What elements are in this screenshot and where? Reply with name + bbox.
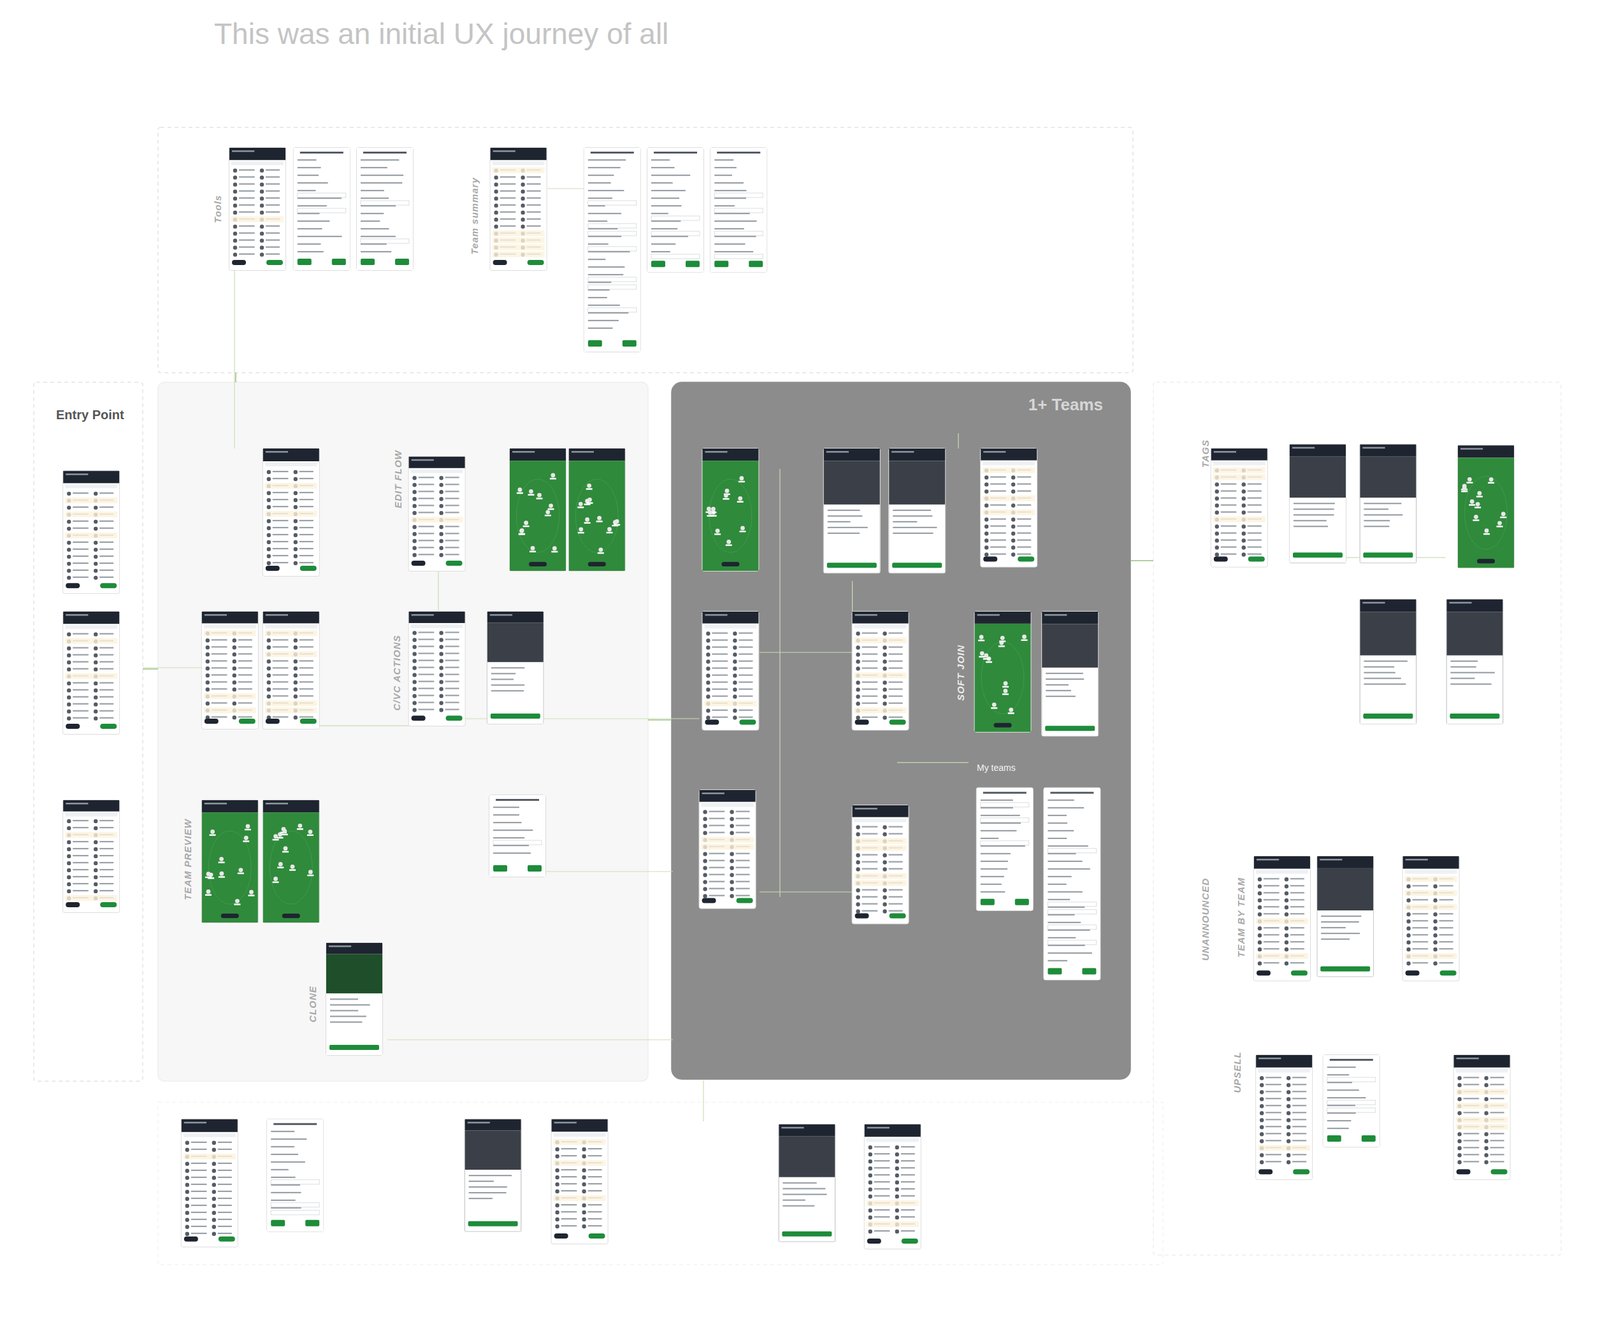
section-label: TEAM PREVIEW <box>182 818 194 901</box>
phone-screen <box>1453 1055 1511 1181</box>
region-band: EDIT FLOW C/VC ACTIONS TEAM PREVIEW CLONE <box>158 382 649 1082</box>
flow-connector <box>235 372 237 383</box>
phone-screen <box>702 448 759 572</box>
phone-screen <box>266 1118 324 1232</box>
phone-screen <box>1210 448 1268 568</box>
flow-line <box>437 570 439 612</box>
phone-screen <box>293 147 350 271</box>
phone-screen <box>702 611 759 731</box>
phone-screen <box>408 611 466 727</box>
region-band <box>158 1102 1163 1265</box>
phone-screen <box>490 147 547 271</box>
flow-connector <box>1130 560 1154 562</box>
phone-screen <box>1322 1055 1380 1148</box>
section-label: TAGS <box>1199 439 1211 469</box>
phone-screen <box>647 147 705 273</box>
phone-screen <box>823 448 880 574</box>
page-title: This was an initial UX journey of all <box>214 16 669 51</box>
phone-screen <box>509 448 567 572</box>
phone-screen <box>1317 856 1374 978</box>
flow-line <box>779 468 780 898</box>
section-label: CLONE <box>307 985 318 1023</box>
flow-line <box>547 187 585 189</box>
phone-screen <box>1457 445 1515 569</box>
section-label: Team summary <box>468 177 480 255</box>
phone-screen <box>710 147 768 273</box>
phone-screen <box>486 611 544 725</box>
region-band <box>1153 382 1562 1256</box>
phone-screen <box>201 800 259 924</box>
phone-screen <box>63 800 120 914</box>
flow-line <box>142 667 202 668</box>
phone-screen <box>180 1118 238 1247</box>
phone-screen <box>1043 787 1101 981</box>
phone-screen <box>262 800 320 924</box>
phone-screen <box>1255 1055 1313 1181</box>
phone-screen <box>551 1118 608 1244</box>
phone-screen <box>778 1124 836 1242</box>
region-band: Tools Team summary <box>158 127 1133 373</box>
phone-screen <box>1254 856 1311 982</box>
phone-screen <box>408 456 466 571</box>
flow-line <box>851 581 853 612</box>
region-heading: My teams <box>976 762 1016 773</box>
region-heading: Entry Point <box>56 407 125 423</box>
flow-line <box>233 266 235 449</box>
region-band: TAGS UNANNOUNCED TEAM BY TEAM UPSELL <box>1153 382 1562 1256</box>
phone-screen <box>262 611 320 730</box>
region-band <box>33 382 143 1082</box>
phone-screen <box>489 795 547 878</box>
phone-screen <box>888 448 946 574</box>
phone-screen <box>976 787 1033 911</box>
phone-screen <box>63 611 120 735</box>
phone-screen <box>583 147 641 353</box>
section-label: C/VC ACTIONS <box>391 635 403 712</box>
phone-screen <box>201 611 259 730</box>
flow-line <box>317 725 409 727</box>
phone-screen <box>851 805 909 925</box>
flow-connector <box>142 668 159 670</box>
region-band <box>671 382 1131 1080</box>
flow-line <box>897 762 969 763</box>
flow-line <box>702 1080 704 1122</box>
flow-line <box>957 433 959 449</box>
phone-screen <box>974 611 1031 733</box>
phone-screen <box>1359 444 1417 564</box>
phone-screen <box>699 790 756 910</box>
phone-screen <box>326 943 383 1056</box>
region-band <box>158 127 1133 373</box>
phone-screen <box>851 611 909 731</box>
flow-line <box>759 891 853 893</box>
region-band: 1+ TeamsSOFT JOIN My teams <box>671 382 1131 1080</box>
flow-line <box>387 1039 673 1040</box>
section-label: SOFT JOIN <box>955 644 966 701</box>
region-band: Entry Point <box>33 382 143 1082</box>
phone-screen <box>1402 856 1460 982</box>
section-label: UPSELL <box>1231 1051 1243 1093</box>
flow-line <box>759 651 853 653</box>
region-band <box>158 382 649 1082</box>
phone-screen <box>262 448 320 577</box>
phone-screen <box>1446 598 1504 724</box>
phone-screen <box>568 448 626 572</box>
phone-screen <box>464 1118 522 1232</box>
flow-connector <box>648 719 672 721</box>
section-label: UNANNOUNCED <box>1199 878 1211 961</box>
section-label: Tools <box>212 194 224 224</box>
phone-screen <box>1359 598 1417 724</box>
phone-screen <box>63 470 120 594</box>
phone-screen <box>229 147 287 271</box>
phone-screen <box>356 147 414 271</box>
section-label: TEAM BY TEAM <box>1235 877 1247 958</box>
section-label: EDIT FLOW <box>392 449 404 509</box>
phone-screen <box>1041 611 1099 737</box>
phone-screen <box>1289 444 1347 564</box>
phone-screen <box>864 1124 921 1249</box>
region-heading: 1+ Teams <box>1028 395 1103 415</box>
phone-screen <box>980 448 1038 568</box>
